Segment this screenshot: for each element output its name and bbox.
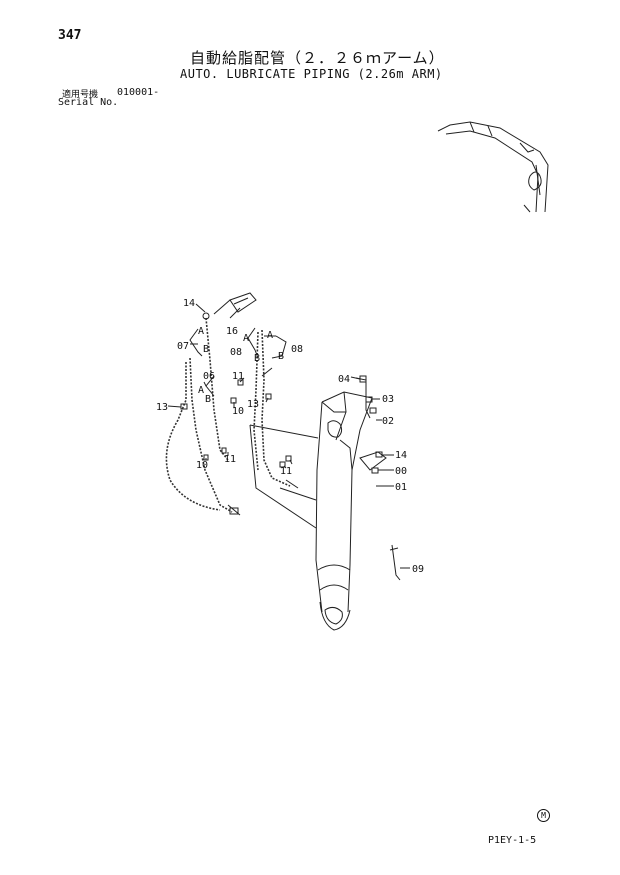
applicable-serial-label-jp: 適用号機 — [62, 90, 99, 100]
callout-11-lower-middle: 11 — [280, 466, 292, 477]
left-hose-assembly — [165, 292, 257, 516]
callout-13-left: 13 — [156, 402, 168, 413]
callout-08-b-right: B — [278, 351, 284, 362]
serial-number-label: Serial No. — [58, 97, 119, 108]
callout-11-upper: 11 — [232, 371, 244, 382]
callout-07-b: B — [203, 344, 209, 355]
callout-14-right: 14 — [395, 450, 407, 461]
middle-hose-assembly — [230, 329, 299, 489]
arm-body — [249, 391, 373, 631]
right-fittings — [355, 375, 401, 581]
page-title-japanese: 自動給脂配管（２．２６ｍアーム） — [190, 49, 445, 67]
callout-06-b: B — [205, 394, 211, 405]
callout-08-b-left: B — [254, 353, 260, 364]
leader-lines — [167, 303, 410, 569]
callout-06: 06 — [203, 371, 215, 382]
callout-08-a-right: A — [267, 330, 273, 341]
callout-13-middle: 13 — [247, 399, 259, 410]
callout-10-lower-left: 10 — [196, 460, 208, 471]
callout-02: 02 — [382, 416, 394, 427]
callout-08-right: 08 — [291, 344, 303, 355]
catalog-code: P1EY-1-5 — [488, 835, 537, 846]
callout-16: 16 — [226, 326, 238, 337]
serial-number-range: 010001- — [117, 87, 160, 98]
callout-07: 07 — [177, 341, 189, 352]
callout-07-a: A — [198, 326, 204, 337]
arm-location-thumbnail — [437, 121, 549, 213]
page-number: 347 — [58, 28, 82, 43]
callout-09: 09 — [412, 564, 424, 575]
callout-00: 00 — [395, 466, 407, 477]
callout-06-a: A — [198, 385, 204, 396]
callout-01: 01 — [395, 482, 407, 493]
callout-08-a-left: A — [243, 333, 249, 344]
page-title-english: AUTO. LUBRICATE PIPING (2.26m ARM) — [180, 67, 443, 81]
callout-04: 04 — [338, 374, 350, 385]
callout-10-upper: 10 — [232, 406, 244, 417]
callout-08-left: 08 — [230, 347, 242, 358]
callout-14-top: 14 — [183, 298, 195, 309]
callout-03: 03 — [382, 394, 394, 405]
m-mark-badge: M — [537, 809, 550, 822]
callout-11-lower-left: 11 — [224, 454, 236, 465]
